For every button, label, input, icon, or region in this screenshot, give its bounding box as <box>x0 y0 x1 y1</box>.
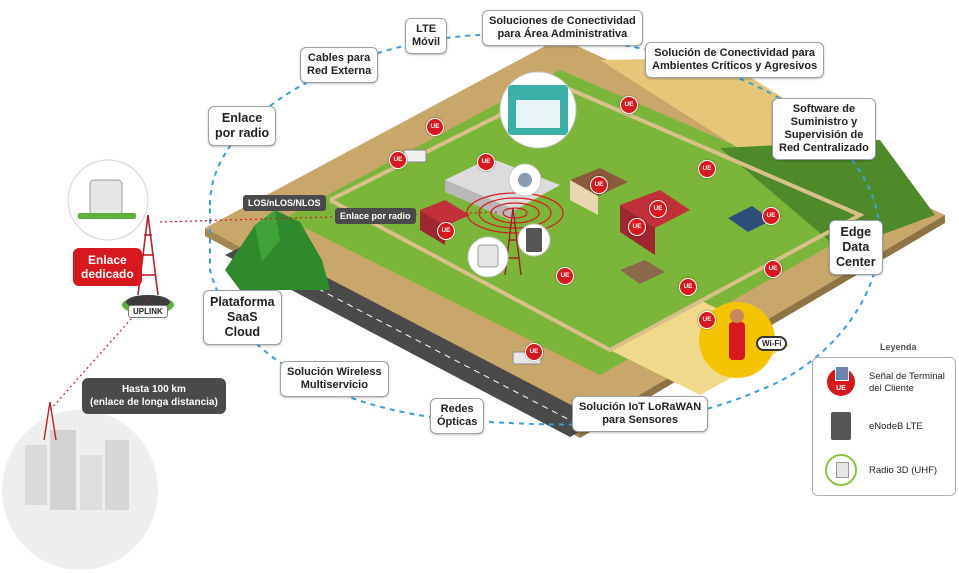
ue-marker: UE <box>762 207 780 225</box>
enodeb-device-icon <box>517 223 551 257</box>
mountain <box>225 210 330 290</box>
label-wireless: Solución Wireless Multiservicio <box>280 361 389 397</box>
solar-panels <box>728 206 772 232</box>
field-worker-icon <box>699 302 775 378</box>
radio-link-line <box>159 211 501 223</box>
label-redes-opticas: Redes Ópticas <box>430 398 485 434</box>
ue-marker: UE <box>620 96 638 114</box>
shed <box>620 260 665 284</box>
ue-marker: UE <box>698 311 716 329</box>
label-plataforma: Plataforma SaaS Cloud <box>203 290 282 345</box>
ue-marker: UE <box>556 267 574 285</box>
camera-device-icon <box>508 163 542 197</box>
central-building <box>445 158 560 210</box>
legend-title: Leyenda <box>880 342 917 352</box>
ue-marker: UE <box>389 151 407 169</box>
ue-marker: UE <box>698 160 716 178</box>
label-lte-movil: LTE Móvil <box>405 18 448 54</box>
tag-los: LOS/nLOS/NLOS <box>243 195 326 211</box>
radio-3d-device-left-icon <box>67 159 149 241</box>
left-barn <box>420 200 470 226</box>
label-ambientes-criticos: Solución de Conectividad para Ambientes … <box>645 42 825 78</box>
legend-item: Radio 3D (UHF) <box>813 454 955 490</box>
van <box>403 149 427 163</box>
legend-item-label: Radio 3D (UHF) <box>869 465 938 476</box>
legend-item: eNodeB LTE <box>813 410 955 446</box>
admin-area-icon <box>499 71 577 149</box>
ue-marker: UE <box>628 218 646 236</box>
dirt-path <box>329 82 865 353</box>
tag-hasta-100: Hasta 100 km (enlace de longa distancia) <box>82 378 226 414</box>
label-enlace-radio: Enlace por radio <box>208 106 277 146</box>
ue-marker: UE <box>437 222 455 240</box>
legend: UE Señal de Terminal del Cliente eNodeB … <box>812 357 956 496</box>
label-iot: Solución IoT LoRaWAN para Sensores <box>572 396 709 432</box>
tag-enlace-por-radio: Enlace por radio <box>335 208 416 224</box>
wifi-badge: Wi-Fi <box>756 336 788 351</box>
city-skyline <box>2 410 158 570</box>
ue-marker: UE <box>477 153 495 171</box>
radio-3d-device-center-icon <box>467 236 509 278</box>
legend-item-label: eNodeB LTE <box>869 421 923 432</box>
label-software: Software de Suministro y Supervisión de … <box>772 98 876 160</box>
enlace-dedicado-label: Enlace dedicado <box>73 248 142 286</box>
ue-terminal-icon: UE <box>827 366 855 396</box>
ue-marker: UE <box>649 200 667 218</box>
ue-marker: UE <box>679 278 697 296</box>
city-tower-icon <box>43 401 57 441</box>
label-soluciones-admin: Soluciones de Conectividad para Área Adm… <box>482 10 643 46</box>
ue-terminal-icon-text: UE <box>836 385 846 392</box>
ue-marker: UE <box>426 118 444 136</box>
enodeb-icon <box>831 412 851 440</box>
ue-marker: UE <box>525 343 543 361</box>
ue-marker: UE <box>590 176 608 194</box>
radio-3d-icon <box>825 454 857 486</box>
label-edge: Edge Data Center <box>829 220 883 275</box>
ue-marker: UE <box>764 260 782 278</box>
label-cables-red: Cables para Red Externa <box>300 47 379 83</box>
legend-item-label: Señal de Terminal del Cliente <box>869 371 945 394</box>
uplink-label: UPLINK <box>128 305 168 318</box>
legend-item: UE Señal de Terminal del Cliente <box>813 364 955 400</box>
